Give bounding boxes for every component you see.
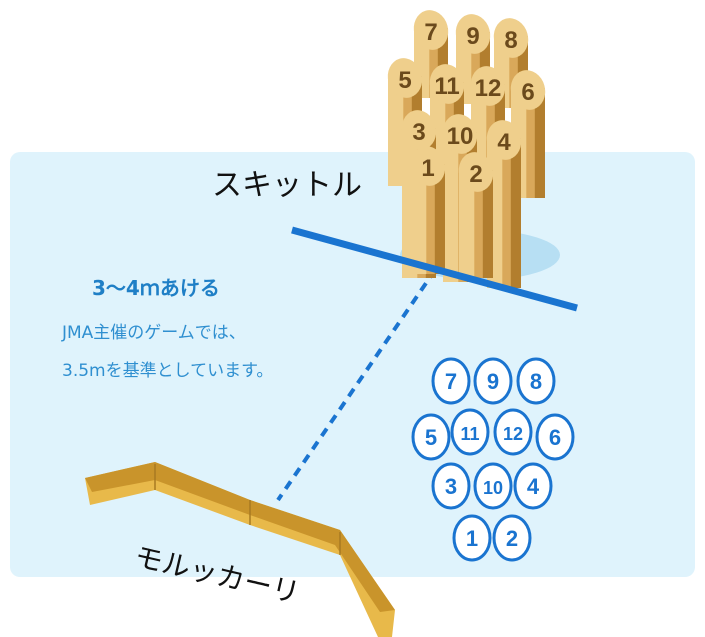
skittle-pin-number: 2 xyxy=(469,161,482,188)
skittle-pin: 1 xyxy=(410,146,446,274)
distance-dashed-line xyxy=(276,268,437,502)
diagram-circle: 8 xyxy=(516,357,556,405)
skittle-pin-number: 4 xyxy=(497,129,511,156)
diagram-circle: 12 xyxy=(493,408,533,456)
diagram-circle-number: 9 xyxy=(487,369,499,394)
skittle-pin-number: 11 xyxy=(434,73,459,100)
diagram-circle-number: 6 xyxy=(549,425,561,450)
diagram-circle: 10 xyxy=(473,462,513,510)
diagram-circle-number: 1 xyxy=(466,526,478,551)
diagram-circle-number: 4 xyxy=(527,474,540,499)
skittle-pin-number: 10 xyxy=(447,123,474,150)
diagram-circle-number: 11 xyxy=(460,424,479,444)
skittle-pin-number: 12 xyxy=(475,75,502,102)
diagram-circle-number: 7 xyxy=(445,369,457,394)
diagram-circle-number: 2 xyxy=(506,526,518,551)
diagram-circle: 4 xyxy=(513,462,553,510)
skittle-pin-number: 6 xyxy=(521,79,534,106)
diagram-circle-number: 3 xyxy=(445,474,457,499)
diagram-circle-number: 8 xyxy=(530,369,542,394)
molkky-line-board xyxy=(85,462,395,637)
skittles-baseline xyxy=(291,226,578,312)
skittle-pin: 2 xyxy=(458,152,494,278)
skittle-pin-number: 3 xyxy=(412,119,425,146)
skittle-pin-number: 5 xyxy=(398,67,411,94)
distance-note-line2: 3.5mを基準としています。 xyxy=(62,361,274,381)
diagram-circle: 9 xyxy=(473,357,513,405)
diagram-circle: 6 xyxy=(535,413,575,461)
diagram-circle: 11 xyxy=(450,408,490,456)
skittles-label: スキットル xyxy=(212,168,362,203)
skittle-pin-number: 8 xyxy=(504,27,517,54)
diagram-circle: 2 xyxy=(492,514,532,562)
skittle-pin-number: 7 xyxy=(424,19,437,46)
diagram-circle: 3 xyxy=(431,462,471,510)
skittle-pin-number: 1 xyxy=(421,155,434,182)
distance-title: 3〜4ｍあける xyxy=(92,276,220,300)
diagram-circle: 7 xyxy=(431,357,471,405)
diagram-circle: 5 xyxy=(411,413,451,461)
diagram-circle-number: 12 xyxy=(503,424,523,444)
distance-note-line1: JMA主催のゲームでは、 xyxy=(62,323,246,343)
skittle-pin-number: 9 xyxy=(466,23,479,50)
diagram-circle-number: 5 xyxy=(425,425,437,450)
diagram-circle-number: 10 xyxy=(483,478,503,498)
diagram-circle: 1 xyxy=(452,514,492,562)
